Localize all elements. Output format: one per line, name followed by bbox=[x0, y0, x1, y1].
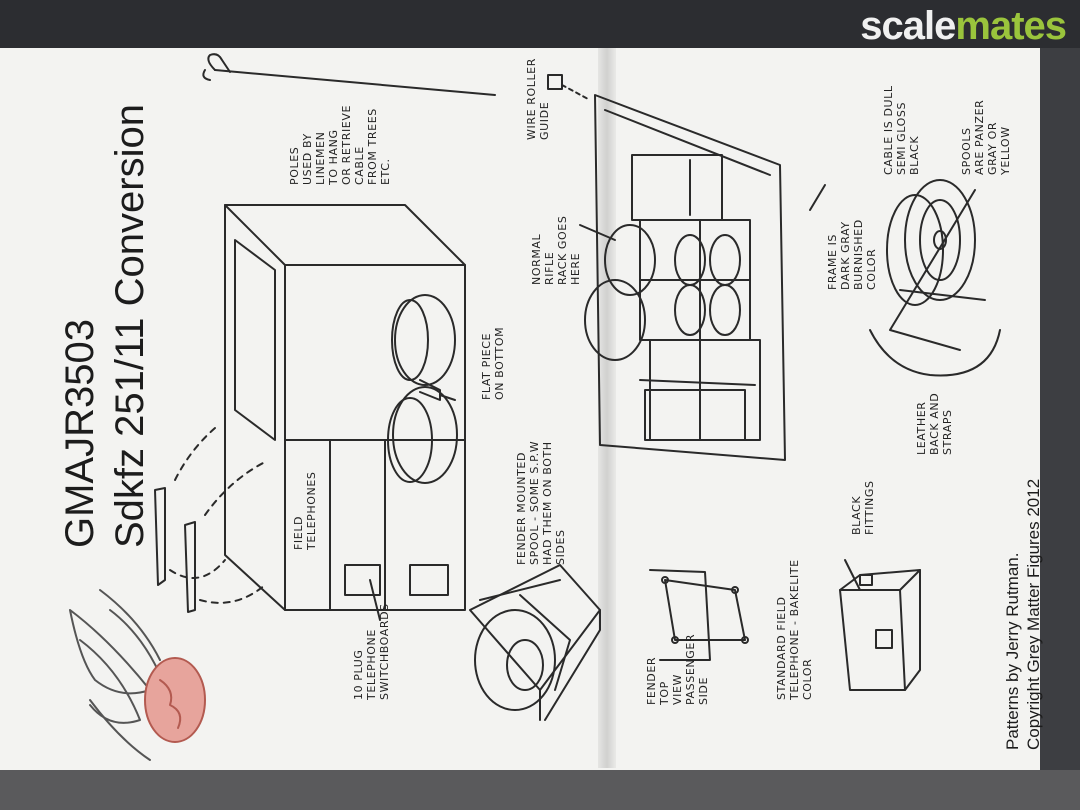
background-top bbox=[0, 0, 1080, 52]
note-switchboards: 10 PLUG TELEPHONE SWITCHBOARDS bbox=[352, 603, 391, 700]
credit-line-2: Copyright Grey Matter Figures 2012 bbox=[1024, 478, 1043, 750]
note-flat-piece: FLAT PIECE ON BOTTOM bbox=[480, 326, 506, 400]
panel-drawing bbox=[154, 427, 266, 613]
field-telephone-drawing bbox=[839, 569, 921, 691]
note-fender-spool: FENDER MOUNTED SPOOL - SOME S.P.W HAD TH… bbox=[515, 440, 567, 565]
note-spools-color: SPOOLS ARE PANZER GRAY OR YELLOW bbox=[960, 99, 1012, 175]
note-fender-top-view: FENDER TOP VIEW PASSENGER SIDE bbox=[645, 633, 710, 705]
note-standard-field-telephone: STANDARD FIELD TELEPHONE - BAKELITE COLO… bbox=[775, 559, 814, 700]
cabinet-drawing bbox=[224, 204, 466, 611]
scalemates-watermark: scalemates bbox=[860, 4, 1067, 49]
wire-roller-guide-drawing bbox=[547, 74, 591, 101]
background-right bbox=[1040, 48, 1080, 778]
fender-top-view-drawing bbox=[649, 569, 749, 661]
note-poles: POLES USED BY LINEMEN TO HANG OR RETRIEV… bbox=[288, 104, 392, 185]
credit-line-1: Patterns by Jerry Rutman. bbox=[1003, 552, 1022, 750]
note-black-fittings: BLACK FITTINGS bbox=[850, 480, 876, 535]
watermark-mates: mates bbox=[955, 4, 1067, 48]
note-field-telephones: FIELD TELEPHONES bbox=[292, 471, 318, 550]
note-frame-color: FRAME IS DARK GRAY BURNISHED COLOR bbox=[826, 219, 878, 290]
note-leather-back: LEATHER BACK AND STRAPS bbox=[915, 392, 954, 455]
note-wire-roller-guide: WIRE ROLLER GUIDE bbox=[525, 58, 551, 140]
note-cable-color: CABLE IS DULL SEMI GLOSS BLACK bbox=[882, 85, 921, 175]
fender-spool-drawing bbox=[469, 564, 601, 721]
paper-fold bbox=[598, 48, 616, 768]
watermark-scale: scale bbox=[860, 4, 956, 48]
floor bbox=[0, 770, 1080, 810]
note-normal-rifle-rack: NORMAL RIFLE RACK GOES HERE bbox=[530, 215, 582, 285]
wing-brain-logo-icon bbox=[69, 589, 206, 761]
sheet-title: Sdkfz 251/11 Conversion bbox=[108, 104, 152, 548]
product-code: GMAJR3503 bbox=[58, 319, 102, 548]
pole-drawing bbox=[202, 53, 496, 96]
cable-reel-drawing bbox=[869, 179, 1001, 377]
vehicle-interior-drawing bbox=[584, 94, 786, 461]
